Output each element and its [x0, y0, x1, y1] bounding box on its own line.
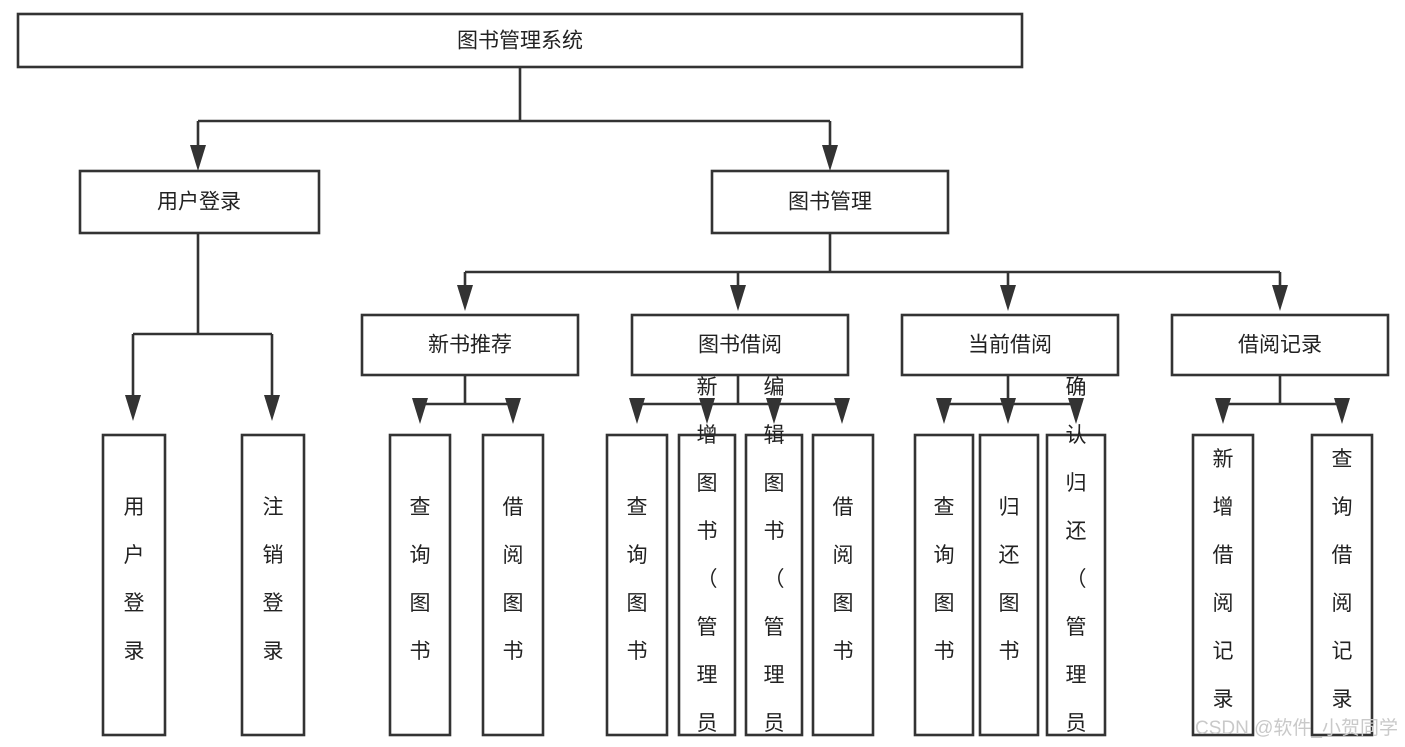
arrow-to-book-mgmt — [822, 145, 838, 171]
leaf-node-box-borrow-record-2 — [1310, 433, 1374, 737]
leaf-node-borrow-record-2[interactable]: 查询借阅记录 — [1310, 433, 1374, 737]
node-root-label: 图书管理系统 — [457, 30, 583, 53]
leaf-node-box-current-borrow-3 — [1045, 433, 1107, 737]
node-current-borrow[interactable]: 当前借阅 — [900, 313, 1120, 377]
leaf-node-label-book-borrow-2: 新增图书（管理员） — [697, 376, 718, 747]
arrow-to-leaf-current-borrow-1 — [936, 398, 952, 424]
arrow-to-user-login — [190, 145, 206, 171]
arrow-to-leaf-user-login-2 — [264, 395, 280, 421]
leaf-node-current-borrow-2[interactable]: 归还图书 — [978, 433, 1040, 737]
arrow-to-leaf-user-login-1 — [125, 395, 141, 421]
leaf-node-book-borrow-4[interactable]: 借阅图书 — [811, 433, 875, 737]
leaf-node-borrow-record-1[interactable]: 新增借阅记录 — [1191, 433, 1255, 737]
leaf-node-label-book-borrow-3: 编辑图书（管理员） — [764, 376, 785, 747]
arrow-to-leaf-new-book-1 — [412, 398, 428, 424]
arrow-to-leaf-current-borrow-3 — [1068, 398, 1084, 424]
node-user-login-label: 用户登录 — [157, 191, 241, 214]
node-root-box — [16, 12, 1024, 69]
leaf-node-new-book-1[interactable]: 查询图书 — [388, 433, 452, 737]
node-book-mgmt-label: 图书管理 — [788, 191, 872, 214]
leaf-node-box-book-borrow-4 — [811, 433, 875, 737]
leaf-node-label-current-borrow-2: 归还图书 — [999, 496, 1020, 663]
node-user-login-box — [78, 169, 321, 235]
leaf-node-label-book-borrow-1: 查询图书 — [627, 496, 648, 663]
leaf-node-book-borrow-3[interactable]: 编辑图书（管理员） — [744, 376, 804, 747]
arrow-to-leaf-book-borrow-1 — [629, 398, 645, 424]
node-book-borrow[interactable]: 图书借阅 — [630, 313, 850, 377]
node-book-borrow-label: 图书借阅 — [698, 334, 782, 357]
leaf-node-box-new-book-2 — [481, 433, 545, 737]
node-new-book-rec[interactable]: 新书推荐 — [360, 313, 580, 377]
node-current-borrow-box — [900, 313, 1120, 377]
node-root[interactable]: 图书管理系统 — [16, 12, 1024, 69]
leaf-node-book-borrow-2[interactable]: 新增图书（管理员） — [677, 376, 737, 747]
csdn-watermark: CSDN @软件_小贺同学 — [1195, 717, 1398, 739]
leaf-node-box-book-borrow-3 — [744, 433, 804, 737]
arrow-to-new-book-rec — [457, 285, 473, 311]
leaf-node-current-borrow-1[interactable]: 查询图书 — [913, 433, 975, 737]
arrow-to-leaf-new-book-2 — [505, 398, 521, 424]
leaf-node-label-new-book-1: 查询图书 — [410, 496, 431, 663]
node-book-mgmt[interactable]: 图书管理 — [710, 169, 950, 235]
arrow-to-book-borrow — [730, 285, 746, 311]
arrow-to-leaf-borrow-record-2 — [1334, 398, 1350, 424]
leaf-node-label-book-borrow-4: 借阅图书 — [833, 496, 854, 663]
arrow-to-leaf-borrow-record-1 — [1215, 398, 1231, 424]
node-book-mgmt-box — [710, 169, 950, 235]
arrow-to-leaf-book-borrow-3 — [766, 398, 782, 424]
node-current-borrow-label: 当前借阅 — [968, 334, 1052, 357]
leaf-layer: 用户登录 注销登录 查询图书 借阅图书 查询图书 新增图书（管理员） 编辑图书（管理员） 借阅… — [101, 376, 1374, 747]
arrow-to-leaf-book-borrow-4 — [834, 398, 850, 424]
leaf-node-current-borrow-3[interactable]: 确认归还（管理员） — [1045, 376, 1107, 747]
node-new-book-rec-box — [360, 313, 580, 377]
leaf-node-label-user-login-2: 注销登录 — [263, 496, 284, 663]
leaf-node-box-current-borrow-2 — [978, 433, 1040, 737]
leaf-node-book-borrow-1[interactable]: 查询图书 — [605, 433, 669, 737]
arrow-to-leaf-current-borrow-2 — [1000, 398, 1016, 424]
node-book-borrow-box — [630, 313, 850, 377]
arrow-to-current-borrow — [1000, 285, 1016, 311]
node-user-login[interactable]: 用户登录 — [78, 169, 321, 235]
leaf-node-user-login-2[interactable]: 注销登录 — [240, 433, 306, 737]
leaf-node-label-user-login-1: 用户登录 — [124, 496, 145, 663]
node-borrow-record-box — [1170, 313, 1390, 377]
arrow-to-borrow-record — [1272, 285, 1288, 311]
leaf-node-user-login-1[interactable]: 用户登录 — [101, 433, 167, 737]
node-borrow-record-label: 借阅记录 — [1238, 334, 1322, 357]
leaf-node-box-book-borrow-2 — [677, 433, 737, 737]
leaf-node-box-book-borrow-1 — [605, 433, 669, 737]
leaf-node-label-current-borrow-1: 查询图书 — [934, 496, 955, 663]
node-new-book-rec-label: 新书推荐 — [428, 334, 512, 357]
leaf-node-box-borrow-record-1 — [1191, 433, 1255, 737]
leaf-node-label-borrow-record-2: 查询借阅记录 — [1332, 448, 1353, 711]
leaf-node-box-current-borrow-1 — [913, 433, 975, 737]
leaf-node-box-new-book-1 — [388, 433, 452, 737]
node-borrow-record[interactable]: 借阅记录 — [1170, 313, 1390, 377]
leaf-node-label-current-borrow-3: 确认归还（管理员） — [1066, 376, 1087, 747]
leaf-node-label-borrow-record-1: 新增借阅记录 — [1213, 448, 1234, 711]
connector-layer — [125, 67, 1350, 424]
arrow-to-leaf-book-borrow-2 — [699, 398, 715, 424]
leaf-node-new-book-2[interactable]: 借阅图书 — [481, 433, 545, 737]
leaf-node-box-user-login-2 — [240, 433, 306, 737]
leaf-node-box-user-login-1 — [101, 433, 167, 737]
leaf-node-label-new-book-2: 借阅图书 — [503, 496, 524, 663]
